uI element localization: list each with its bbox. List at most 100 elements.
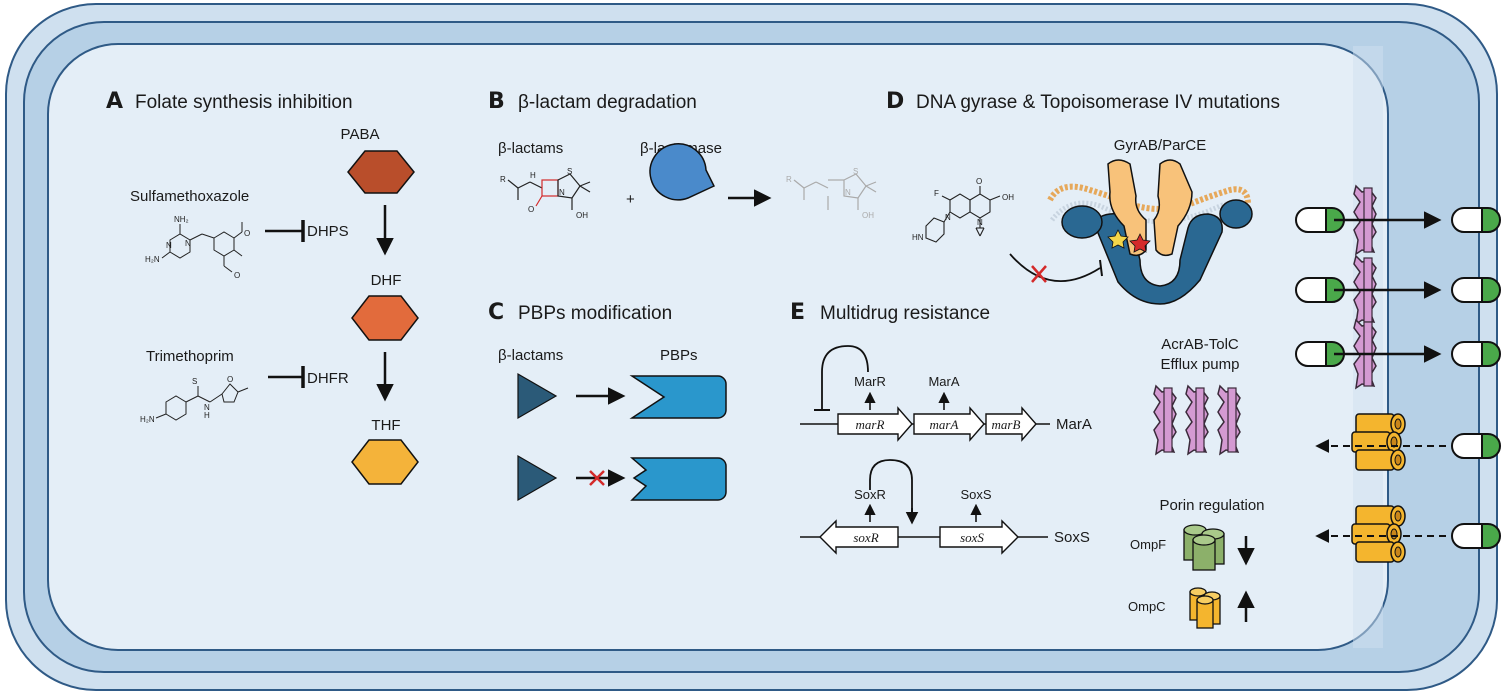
pill-porin-2: [1451, 523, 1501, 549]
paba-hexagon: [347, 150, 415, 194]
panel-e-title: Multidrug resistance: [820, 303, 990, 324]
beta-lactam-triangle-1: [517, 372, 558, 420]
chem-h2n: H₂N: [145, 255, 160, 264]
panel-c-letter: C: [488, 300, 504, 325]
sulfamethoxazole-structure: [161, 222, 243, 273]
chem-d-hn: HN: [912, 233, 924, 242]
panel-c: C PBPs modification β-lactams PBPs: [488, 300, 727, 502]
soxs-gene-arrow: [939, 519, 1019, 555]
plus-sign: +: [626, 191, 635, 208]
chem-b-o: O: [528, 205, 534, 214]
gyrase-complex: [1047, 159, 1253, 305]
fluoroquinolone-structure: [925, 186, 1001, 243]
mara-gene-label: marA: [930, 417, 959, 432]
acrab-tolc-pump: [1153, 385, 1241, 455]
soxs-protein-label: SoxS: [960, 487, 991, 502]
panel-d-letter: D: [886, 89, 904, 114]
gyrase-label: GyrAB/ParCE: [1114, 137, 1207, 154]
mara-output-label: MarA: [1056, 416, 1092, 433]
dhps-label: DHPS: [307, 223, 349, 240]
beta-lactamase-shape: [649, 143, 716, 201]
porin-influx-2: [1315, 505, 1501, 563]
quinolone-inhibition-curve: [1009, 253, 1101, 282]
chem-n1: N: [185, 239, 191, 248]
efflux-label-line1: AcrAB-TolC: [1161, 336, 1239, 353]
soxr-protein-label: SoxR: [854, 487, 886, 502]
chem-o1: O: [244, 229, 250, 238]
soxr-activation-loop: [869, 459, 913, 520]
chem-h-b: H: [204, 411, 210, 420]
quinolone-inhibition-bar: [1099, 259, 1103, 277]
ompf-label: OmpF: [1130, 537, 1166, 552]
marb-gene-arrow: [985, 406, 1037, 442]
panel-d-title: DNA gyrase & Topoisomerase IV mutations: [916, 92, 1280, 113]
beta-lactam-triangle-2: [517, 454, 558, 502]
efflux-section: AcrAB-TolC Efflux pump: [1153, 185, 1501, 455]
pbp-shape-normal: [629, 375, 727, 419]
efflux-label-line2: Efflux pump: [1161, 356, 1240, 373]
pill-outside-3: [1451, 341, 1501, 367]
thf-hexagon: [351, 439, 419, 485]
panel-e-letter: E: [790, 300, 805, 325]
dhf-label: DHF: [371, 272, 402, 289]
pill-outside-1: [1451, 207, 1501, 233]
panel-c-title: PBPs modification: [518, 303, 672, 324]
beta-lactams-label-c: β-lactams: [498, 347, 563, 364]
chem-d-n: N: [977, 218, 983, 227]
chem-b-r: R: [500, 175, 506, 184]
efflux-row-1: [1295, 185, 1501, 255]
chem-d-oh: OH: [1002, 193, 1014, 202]
chem-nh2-top: NH₂: [174, 215, 189, 224]
beta-lactams-label-b: β-lactams: [498, 140, 563, 157]
marr-gene-arrow: [837, 406, 913, 442]
pbp-shape-modified: [629, 457, 727, 501]
chem-d-o: O: [976, 177, 982, 186]
thf-label: THF: [371, 417, 400, 434]
mara-protein-label: MarA: [928, 374, 959, 389]
mara-gene-arrow: [913, 406, 985, 442]
pill-outside-2: [1451, 277, 1501, 303]
panel-b-letter: B: [488, 89, 505, 114]
chem-n2: N: [166, 241, 172, 250]
pill-porin-1: [1451, 433, 1501, 459]
chem-b-r2: R: [786, 175, 792, 184]
chem-o-b: O: [227, 375, 233, 384]
panel-b-title: β-lactam degradation: [518, 92, 697, 113]
panel-d: D DNA gyrase & Topoisomerase IV mutation…: [886, 89, 1280, 305]
paba-label: PABA: [341, 126, 380, 143]
chem-b-n2: N: [845, 188, 851, 197]
chem-b-oh: OH: [576, 211, 588, 220]
porin-influx-1: [1315, 413, 1501, 471]
trimethoprim-label: Trimethoprim: [146, 348, 234, 365]
blocked-x-icon-d: [1031, 265, 1047, 283]
ompf-porin: [1183, 524, 1225, 571]
chem-b-oh2: OH: [862, 211, 874, 220]
beta-lactam-structure: [507, 173, 591, 210]
chem-b-s2: S: [853, 167, 858, 176]
porin-section: Porin regulation OmpF OmpC: [1128, 413, 1501, 629]
sulfamethoxazole-label: Sulfamethoxazole: [130, 188, 249, 205]
chem-s: S: [192, 377, 197, 386]
chem-n-b: N: [204, 403, 210, 412]
chem-d-n2: N: [945, 213, 951, 222]
chem-h2n-b: H₂N: [140, 415, 155, 424]
soxs-output-label: SoxS: [1054, 529, 1090, 546]
soxr-gene-arrow: [819, 519, 899, 555]
chem-b-h: H: [530, 171, 536, 180]
chem-b-s: S: [567, 167, 572, 176]
panel-a: A Folate synthesis inhibition PABA DHF T…: [106, 89, 419, 485]
efflux-row-2: [1295, 255, 1501, 325]
ompc-label: OmpC: [1128, 599, 1166, 614]
dhfr-label: DHFR: [307, 370, 349, 387]
chem-o2: O: [234, 271, 240, 280]
marr-feedback-loop: [821, 345, 869, 410]
panel-a-title: Folate synthesis inhibition: [135, 92, 353, 113]
degraded-lactam-structure: [793, 173, 877, 210]
marr-protein-label: MarR: [854, 374, 886, 389]
chem-d-f: F: [934, 189, 939, 198]
panel-e: E Multidrug resistance marR marA marB Ma…: [790, 300, 1092, 555]
panel-a-letter: A: [106, 89, 123, 114]
pbps-label: PBPs: [660, 347, 698, 364]
dhf-hexagon: [351, 295, 419, 341]
